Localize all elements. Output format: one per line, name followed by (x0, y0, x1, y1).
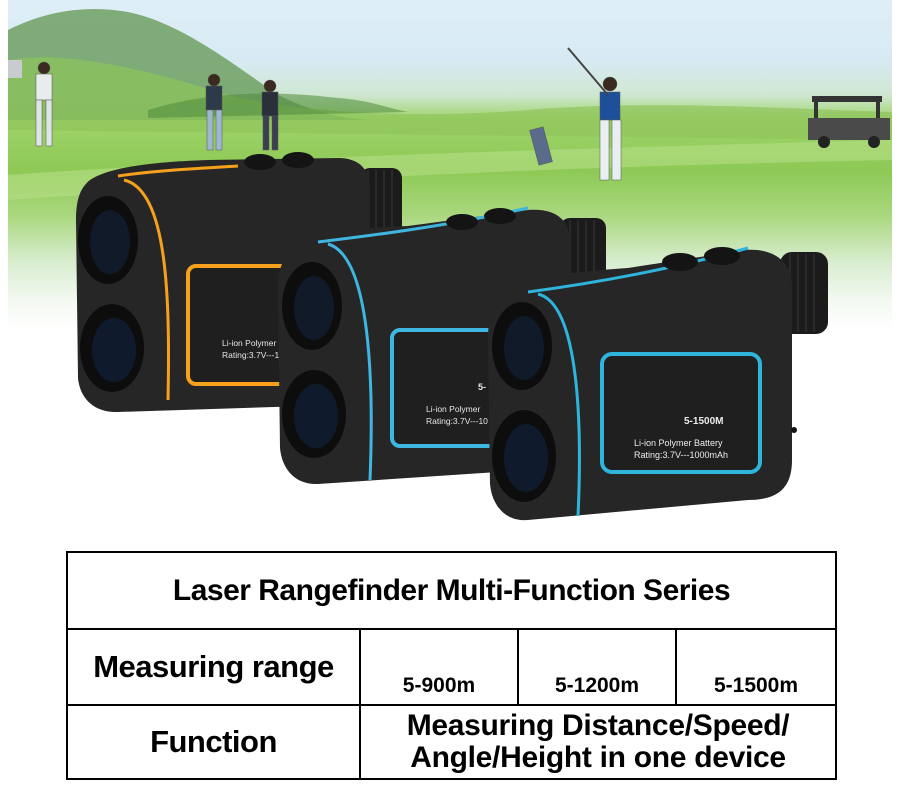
range-value-1500: 5-1500m (674, 628, 838, 706)
range-value-1200: 5-1200m (517, 628, 677, 706)
device2-battery-label: Li-ion Polymer (426, 404, 480, 414)
spec-table: Laser Rangefinder Multi-Function Series … (65, 551, 838, 780)
measuring-range-row: Measuring range 5-900m 5-1200m 5-1500m (66, 628, 838, 706)
function-value-line1: Measuring Distance/Speed/ (406, 709, 790, 742)
golfer-figures (35, 47, 622, 181)
device1-rating-label: Rating:3.7V---1 (222, 350, 279, 360)
measuring-range-label: Measuring range (66, 628, 361, 706)
device2-rating-label: Rating:3.7V---10 (426, 416, 488, 426)
device2-model-label: 5- (478, 382, 486, 392)
spec-title: Laser Rangefinder Multi-Function Series (65, 551, 838, 630)
product-hero-image: Li-ion Polymer Rating:3.7V---1 5- Li-io (8, 0, 892, 540)
device1-battery-label: Li-ion Polymer (222, 338, 276, 348)
spec-title-row: Laser Rangefinder Multi-Function Series (65, 551, 838, 630)
range-value-900: 5-900m (359, 628, 519, 706)
function-value-line2: Angle/Height in one device (410, 741, 786, 774)
device3-battery-label: Li-ion Polymer Battery (634, 438, 723, 448)
function-row: Function Measuring Distance/Speed/ Angle… (66, 704, 838, 780)
golf-cart-icon (808, 96, 890, 148)
function-value: Measuring Distance/Speed/ Angle/Height i… (358, 704, 838, 780)
device3-rating-label: Rating:3.7V---1000mAh (634, 450, 728, 460)
device3-model-label: 5-1500M (684, 416, 723, 427)
function-label: Function (66, 704, 361, 780)
rangefinder-device-front: 5-1500M Li-ion Polymer Battery Rating:3.… (488, 246, 828, 521)
